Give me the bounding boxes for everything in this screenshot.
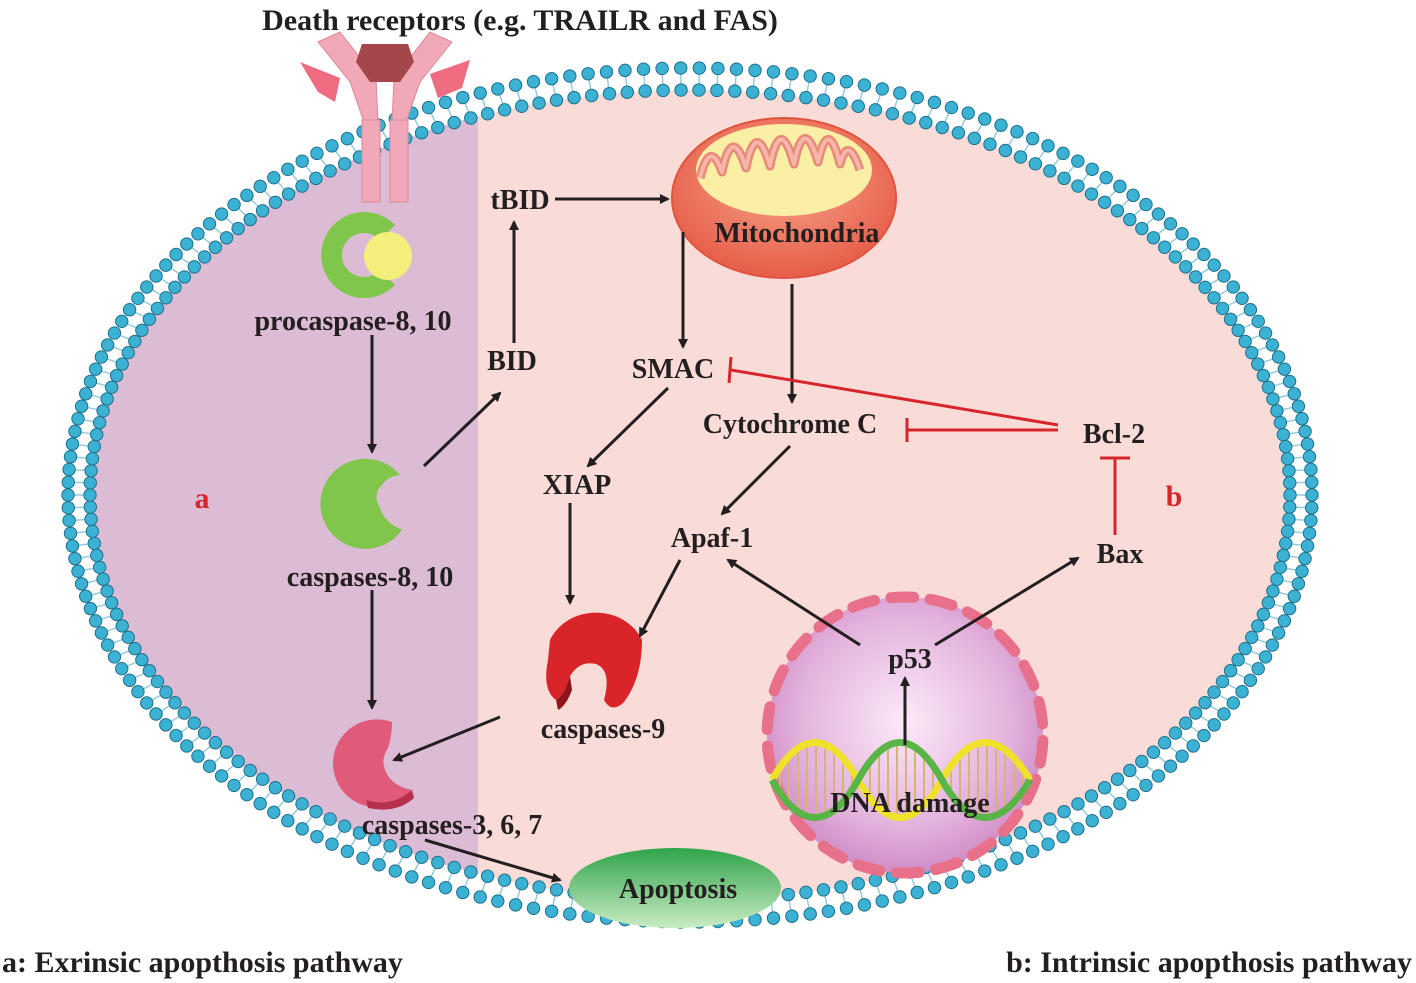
footer-extrinsic: a: Exrinsic apopthosis pathway: [2, 946, 403, 979]
label-bax: Bax: [1097, 539, 1144, 570]
cell-membrane: [61, 61, 1319, 929]
label-xiap: XIAP: [543, 470, 611, 501]
region-label-b: b: [1166, 480, 1183, 513]
arrow-caspase9-to-caspase367: [392, 715, 501, 762]
activation-arrows: [367, 194, 1080, 883]
label-caspase-3-6-7: caspases-3, 6, 7: [362, 810, 542, 841]
title: Death receptors (e.g. TRAILR and FAS): [262, 4, 778, 37]
label-caspase-9: caspases-9: [541, 714, 665, 745]
arrow-caspase367-to-apoptosis: [424, 838, 562, 883]
caspase-3-6-7-icon: [332, 719, 414, 810]
arrow-p53-to-bax: [934, 556, 1080, 647]
caspase-8-10-icon: [320, 458, 402, 549]
dna-helix-icon: [768, 739, 1034, 821]
arrow-apaf1-to-caspase9: [638, 559, 682, 638]
mitochondria-icon: [671, 117, 897, 279]
label-tbid: tBID: [490, 185, 549, 216]
arrow-p53-to-apaf1: [726, 558, 861, 647]
inhibit-bcl2-smac: [730, 368, 1059, 427]
label-p53: p53: [888, 644, 932, 675]
label-bid: BID: [487, 346, 537, 377]
label-dna-damage: DNA damage: [830, 788, 989, 819]
apoptosis-ellipse: [569, 848, 781, 928]
label-caspase-8-10: caspases-8, 10: [287, 562, 453, 593]
arrow-smac-to-xiap: [586, 386, 670, 468]
label-smac: SMAC: [632, 354, 714, 385]
label-cytochrome-c: Cytochrome C: [703, 409, 877, 440]
label-apoptosis: Apoptosis: [619, 874, 737, 905]
label-mitochondria: Mitochondria: [715, 218, 880, 249]
caspase-9-icon: [546, 612, 642, 710]
inhibition-lines: [727, 356, 1130, 535]
arrow-cytochrome-to-apaf1: [720, 444, 792, 516]
procaspase-8-10-icon: [321, 211, 412, 298]
label-apaf-1: Apaf-1: [671, 523, 753, 554]
footer-intrinsic: b: Intrinsic apopthosis pathway: [1006, 946, 1412, 979]
region-label-a: a: [195, 482, 210, 515]
death-receptor-icon: [300, 31, 470, 203]
label-procaspase: procaspase-8, 10: [254, 306, 451, 337]
arrow-caspase810-to-bid: [422, 391, 502, 468]
label-bcl-2: Bcl-2: [1083, 419, 1145, 450]
